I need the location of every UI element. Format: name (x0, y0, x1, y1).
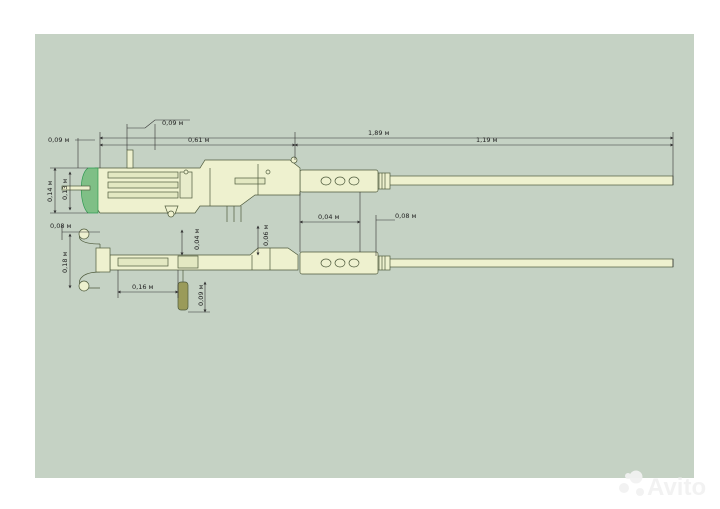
barrel-top (387, 175, 674, 186)
barrel-bottom (387, 258, 674, 268)
rear-sight (126, 149, 134, 169)
plan-view (78, 228, 674, 311)
avito-watermark: Avito (619, 470, 706, 501)
dim-front-offset: 0,08 м (395, 212, 417, 220)
dimension-labels: 1,89 м 1,19 м 0,61 м 0,09 м 0,09 м 0,14 … (46, 119, 498, 306)
dim-mount-length: 0,16 м (132, 283, 154, 291)
dim-receiver-height: 0,14 м (46, 180, 54, 202)
avito-logo-text: Avito (647, 474, 706, 501)
dim-buttplate-offset: 0,09 м (48, 136, 70, 144)
dim-cover-height: 0,06 м (262, 224, 270, 246)
dim-handle-height: 0,09 м (197, 284, 205, 306)
bracket (164, 205, 179, 215)
dim-receiver-length: 0,61 м (188, 136, 210, 144)
dim-grip-offset: 0,08 м (50, 222, 72, 230)
avito-logo-icon (619, 470, 644, 496)
buttplate-top (80, 167, 99, 214)
dim-rear-sight-offset: 0,09 м (162, 119, 184, 127)
dim-buttplate-height: 0,13 м (61, 178, 69, 200)
dim-total-length: 1,89 м (368, 129, 390, 137)
dim-feed-height: 0,04 м (193, 228, 201, 250)
trigger-grip (177, 281, 189, 311)
side-view (61, 149, 674, 222)
dim-jacket-offset: 0,04 м (318, 213, 340, 221)
dim-spade-span: 0,18 м (61, 251, 69, 273)
dim-barrel-length: 1,19 м (476, 136, 498, 144)
